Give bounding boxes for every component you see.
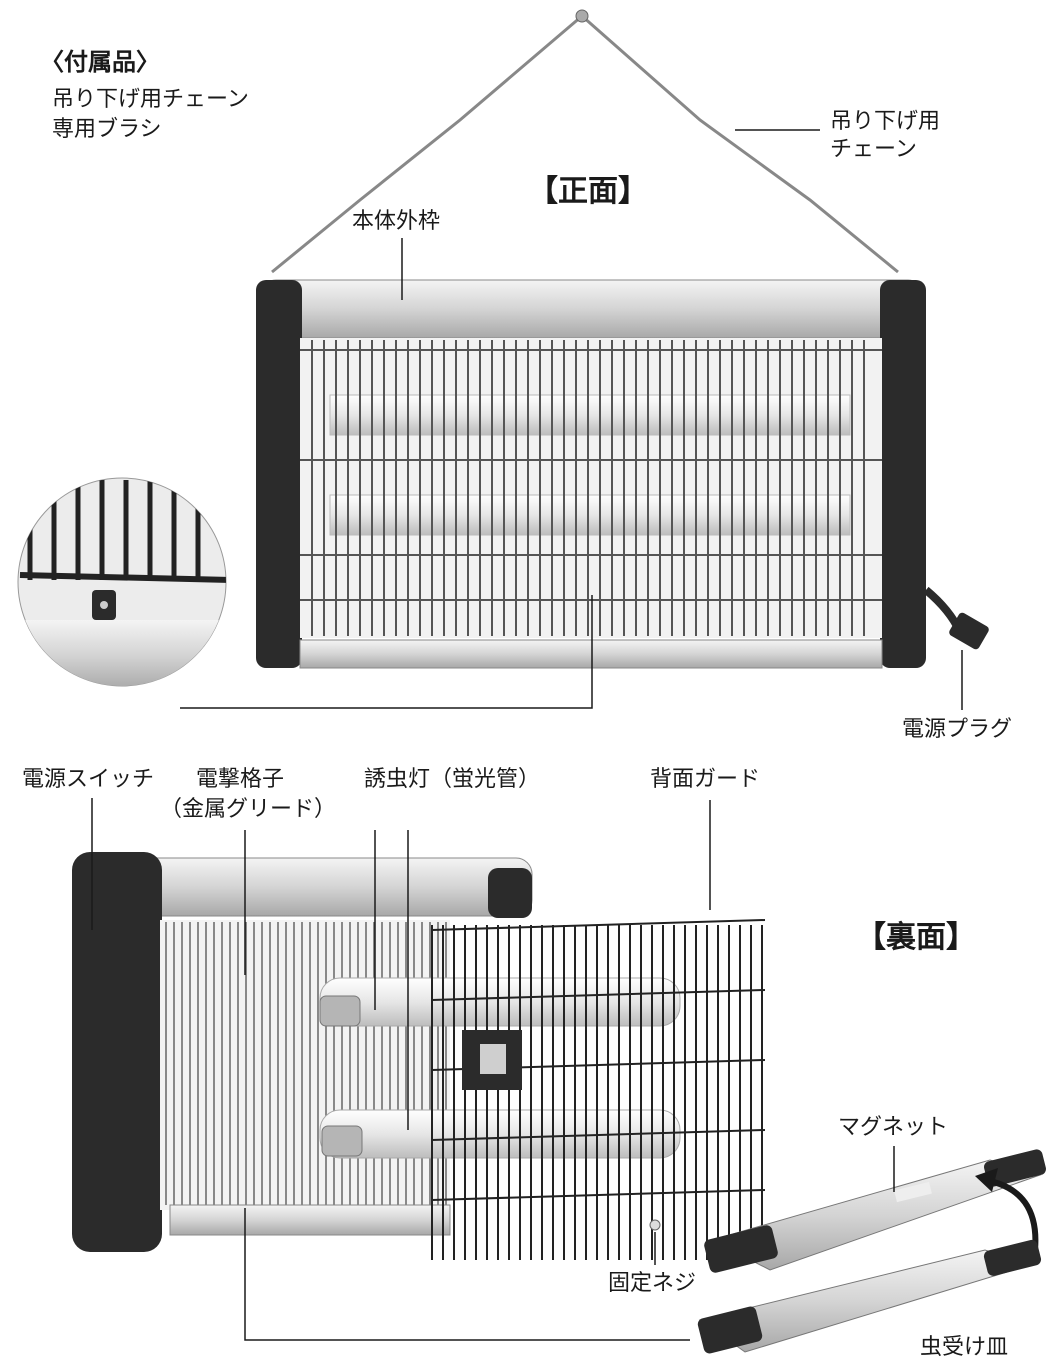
tray-label: 虫受け皿 (920, 1335, 1009, 1360)
guard-crossbar (431, 1189, 766, 1201)
accessory-brush: 専用ブラシ (52, 117, 162, 142)
chain-label-line2: チェーン (830, 137, 917, 162)
rear-unit (72, 852, 1046, 1354)
accessory-chain: 吊り下げ用チェーン (52, 87, 249, 112)
outer-frame-label: 本体外枠 (352, 209, 441, 234)
leader-lines (91, 129, 963, 1341)
tray-upper (704, 1149, 1046, 1273)
grid-detail-inset (17, 477, 227, 687)
electric-grid-label-line2: （金属グリード） (160, 797, 337, 822)
fixing-screw-label: 固定ネジ (608, 1271, 697, 1296)
front-view-heading: 【正面】 (528, 174, 648, 209)
power-plug-label: 電源プラグ (902, 717, 1013, 742)
guard-crossbar (431, 1129, 766, 1141)
accessories-heading: 〈付属品〉 (40, 48, 160, 76)
tray-lower (697, 1239, 1042, 1354)
front-unit (256, 279, 989, 669)
back-view-heading: 【裏面】 (856, 920, 976, 955)
guard-crossbar (431, 919, 766, 931)
electric-grid-label-line1: 電撃格子 (196, 767, 285, 792)
hanging-chain (271, 14, 899, 274)
lamp-label: 誘虫灯（蛍光管） (364, 767, 541, 792)
magnet-label: マグネット (838, 1115, 949, 1140)
chain-label-line1: 吊り下げ用 (830, 109, 941, 134)
power-switch-label: 電源スイッチ (22, 767, 155, 792)
rear-guard-label: 背面ガード (650, 767, 761, 792)
guard-crossbar (431, 989, 766, 1001)
